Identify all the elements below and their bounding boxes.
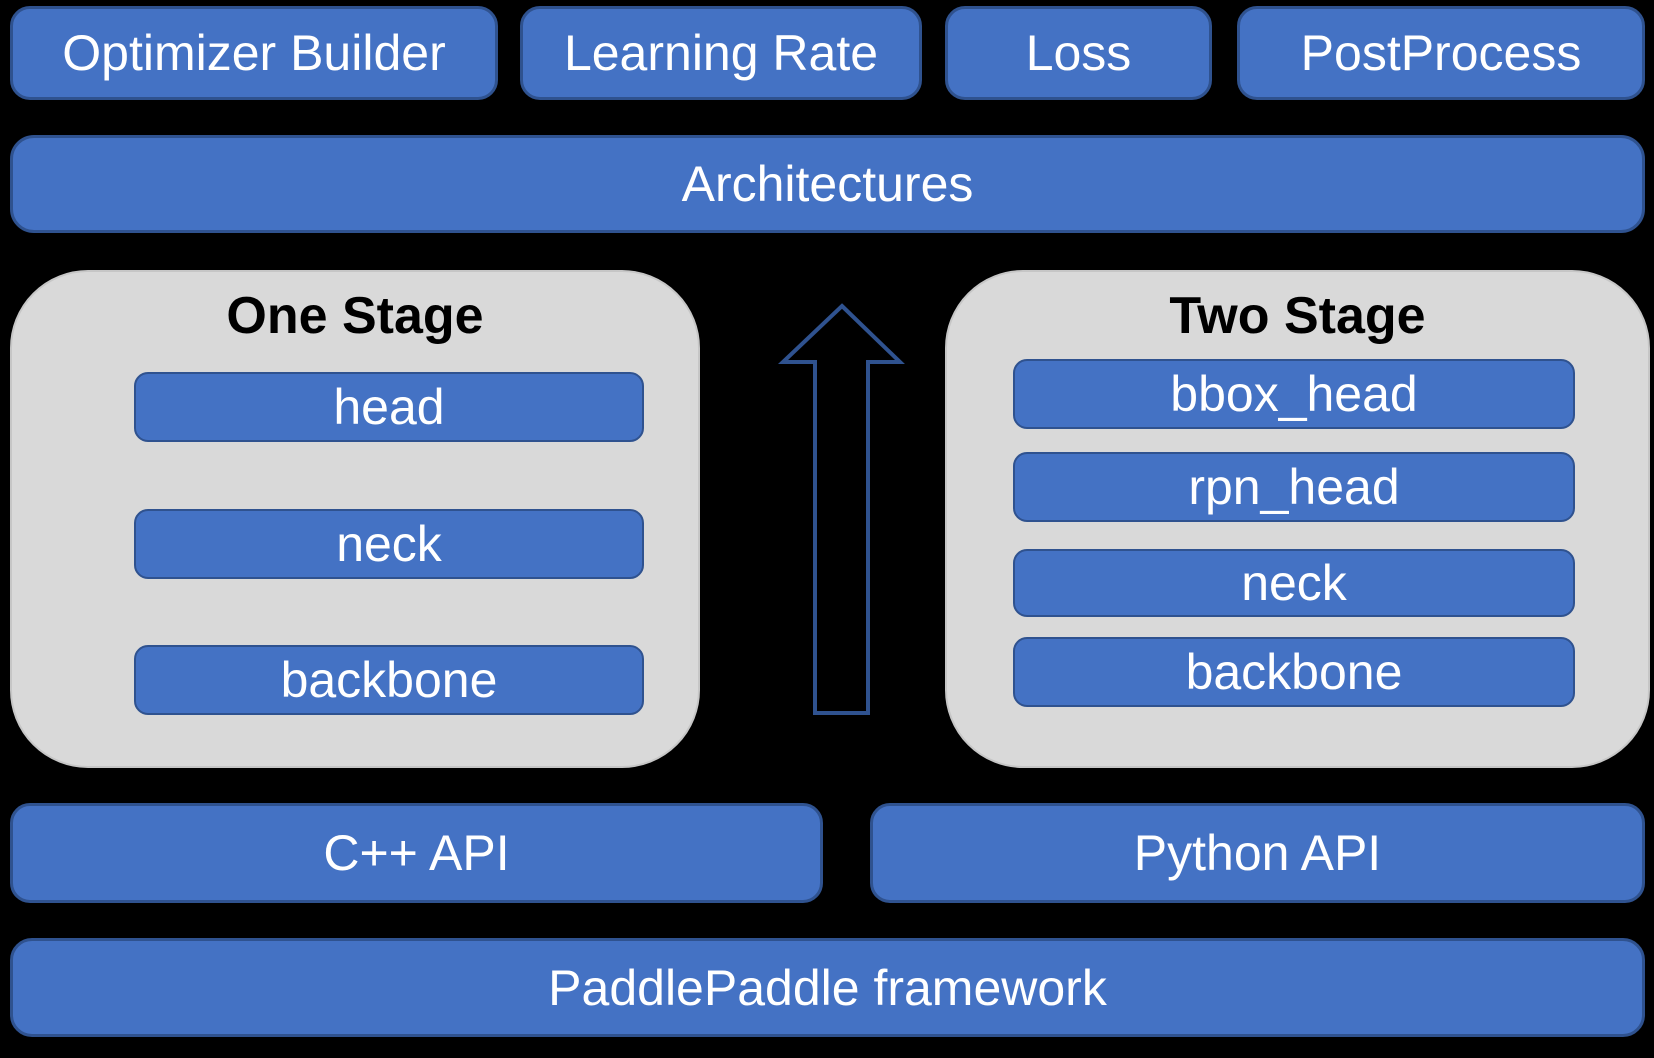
- two-stage-layer-backbone: backbone: [1013, 637, 1575, 707]
- optimizer-builder-box: Optimizer Builder: [10, 6, 498, 100]
- up-arrow-icon: [777, 303, 905, 715]
- postprocess-box: PostProcess: [1237, 6, 1645, 100]
- one-stage-panel: One Stage head neck backbone: [10, 270, 700, 768]
- two-stage-title: Two Stage: [1169, 287, 1426, 345]
- architectures-bar: Architectures: [10, 135, 1645, 233]
- two-stage-layer-neck: neck: [1013, 549, 1575, 617]
- two-stage-layer-rpn-head: rpn_head: [1013, 452, 1575, 522]
- two-stage-layer-bbox-head: bbox_head: [1013, 359, 1575, 429]
- loss-box: Loss: [945, 6, 1212, 100]
- two-stage-panel: Two Stage bbox_head rpn_head neck backbo…: [945, 270, 1650, 768]
- paddlepaddle-framework-bar: PaddlePaddle framework: [10, 938, 1645, 1037]
- learning-rate-box: Learning Rate: [520, 6, 922, 100]
- one-stage-layer-backbone: backbone: [134, 645, 644, 715]
- one-stage-title: One Stage: [226, 287, 484, 345]
- python-api-bar: Python API: [870, 803, 1645, 903]
- one-stage-layer-neck: neck: [134, 509, 644, 579]
- one-stage-layer-head: head: [134, 372, 644, 442]
- cpp-api-bar: C++ API: [10, 803, 823, 903]
